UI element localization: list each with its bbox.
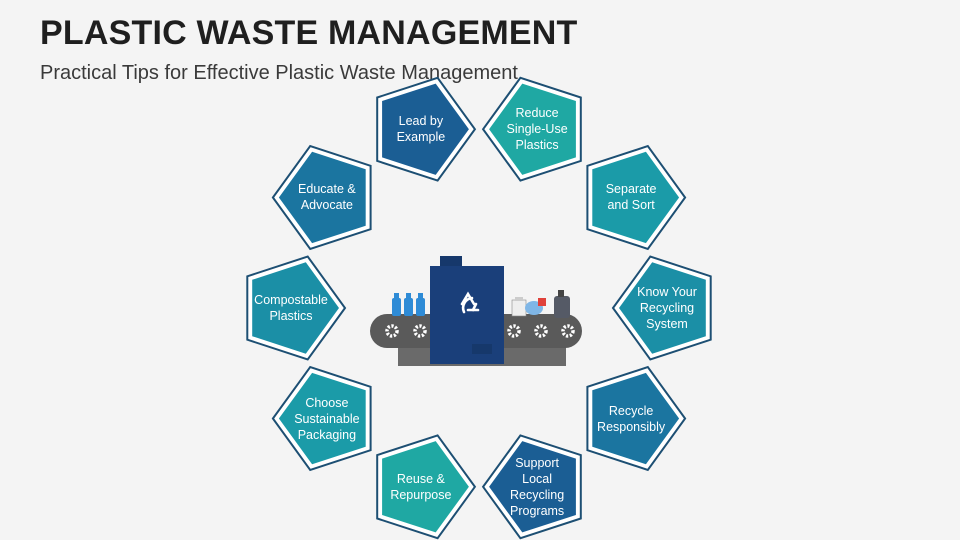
- tip-pentagon-9: [246, 255, 347, 361]
- tip-pentagon-6: [481, 434, 582, 540]
- tip-pentagon-1: [376, 76, 477, 182]
- tip-pentagon-10: [271, 144, 372, 251]
- recycling-conveyor-icon: [370, 256, 582, 366]
- recycle-symbol-icon: [460, 291, 480, 314]
- gear-icon: [385, 324, 399, 338]
- tip-pentagon-5: [586, 365, 687, 472]
- gear-icon: [534, 324, 548, 338]
- page-title: PLASTIC WASTE MANAGEMENT: [40, 14, 578, 52]
- tip-pentagon-4: [611, 255, 712, 361]
- gear-icon: [561, 324, 575, 338]
- page-subtitle: Practical Tips for Effective Plastic Was…: [40, 62, 518, 84]
- tip-pentagon-7: [376, 434, 477, 540]
- gear-icon: [413, 324, 427, 338]
- tip-pentagon-3: [586, 144, 687, 251]
- tip-pentagon-8: [271, 365, 372, 472]
- tip-pentagon-2: [481, 76, 582, 182]
- gear-icon: [507, 324, 521, 338]
